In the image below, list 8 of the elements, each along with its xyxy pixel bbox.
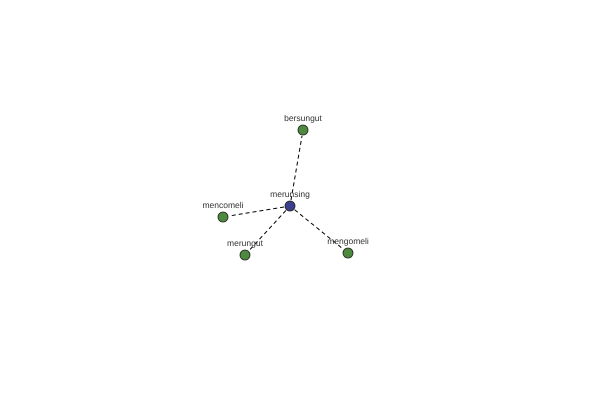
node-label: bersungut [284,113,322,123]
dashed-connector [290,135,302,201]
dashed-connector [294,209,344,250]
node-label: mengomeli [327,236,369,246]
dashed-connector [248,210,286,252]
node-label: mencomeli [202,200,244,210]
node-label: merunsing [270,189,310,199]
node-label: merungut [227,238,263,248]
